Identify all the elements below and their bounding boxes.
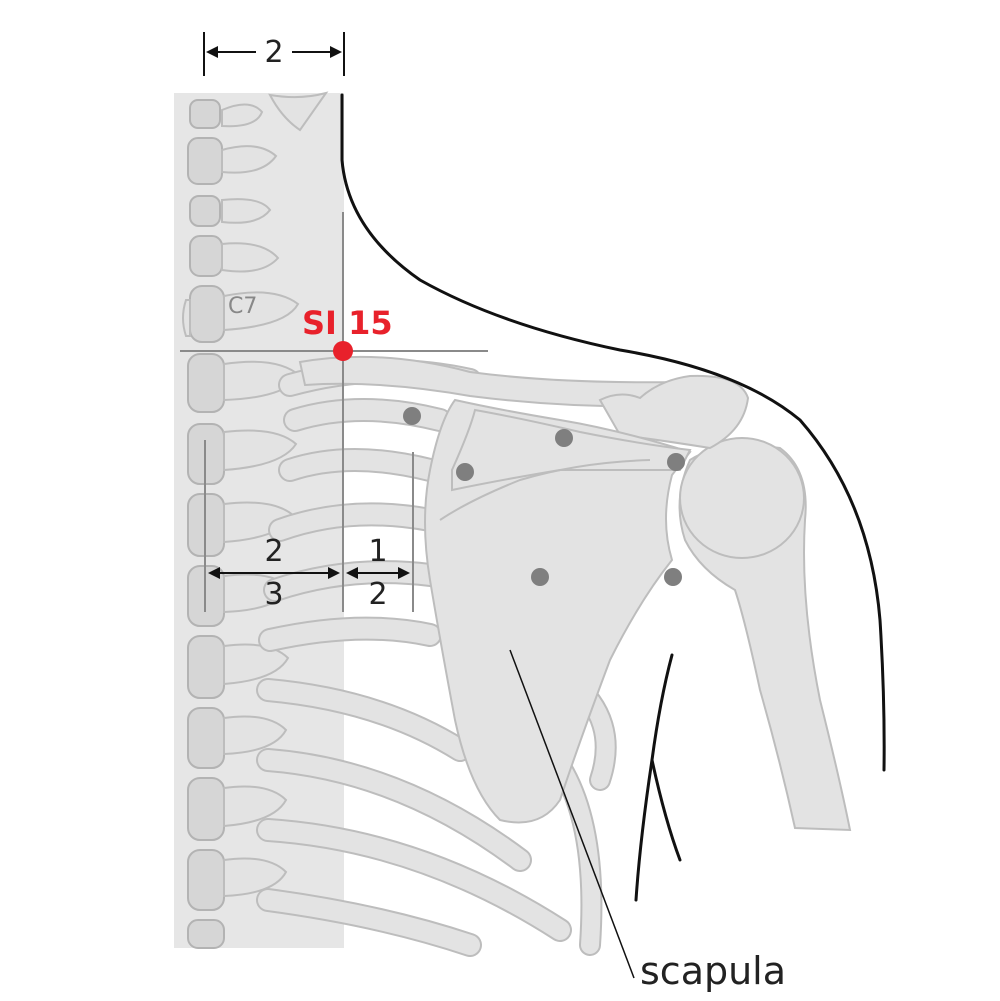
scapular-spine — [451, 408, 692, 492]
right-ratio-bottom: 2 — [368, 577, 387, 612]
neighbor-point — [531, 568, 549, 586]
body-outline — [340, 93, 886, 772]
left-ratio-bottom: 3 — [264, 577, 283, 612]
si15-point-marker — [333, 341, 353, 361]
top-dimension: 2 — [203, 32, 345, 76]
vertebral-column — [182, 91, 329, 949]
lower-dimension-right: 1 2 — [346, 534, 410, 612]
scapula-inner-line — [439, 459, 651, 521]
neighbor-point — [403, 407, 421, 425]
neighbor-point — [555, 429, 573, 447]
scapula-bone — [424, 398, 692, 824]
lower-dimension-left: 2 3 — [208, 534, 340, 612]
scapula-leader-line — [509, 649, 635, 979]
c7-vertebra-label: C7 — [228, 294, 257, 319]
neighbor-point — [664, 568, 682, 586]
right-ratio-top: 1 — [368, 534, 387, 569]
scapula-caption: scapula — [640, 949, 786, 993]
acromion — [598, 374, 750, 450]
si15-point-label: SI 15 — [302, 304, 393, 342]
humeral-head — [679, 437, 805, 559]
neighbor-points — [403, 407, 685, 586]
arm-inner-outline-2 — [634, 758, 654, 902]
top-measure-label: 2 — [264, 35, 283, 70]
neighbor-point — [456, 463, 474, 481]
left-ratio-top: 2 — [264, 534, 283, 569]
neighbor-point — [667, 453, 685, 471]
arm-inner-outline — [650, 653, 682, 862]
